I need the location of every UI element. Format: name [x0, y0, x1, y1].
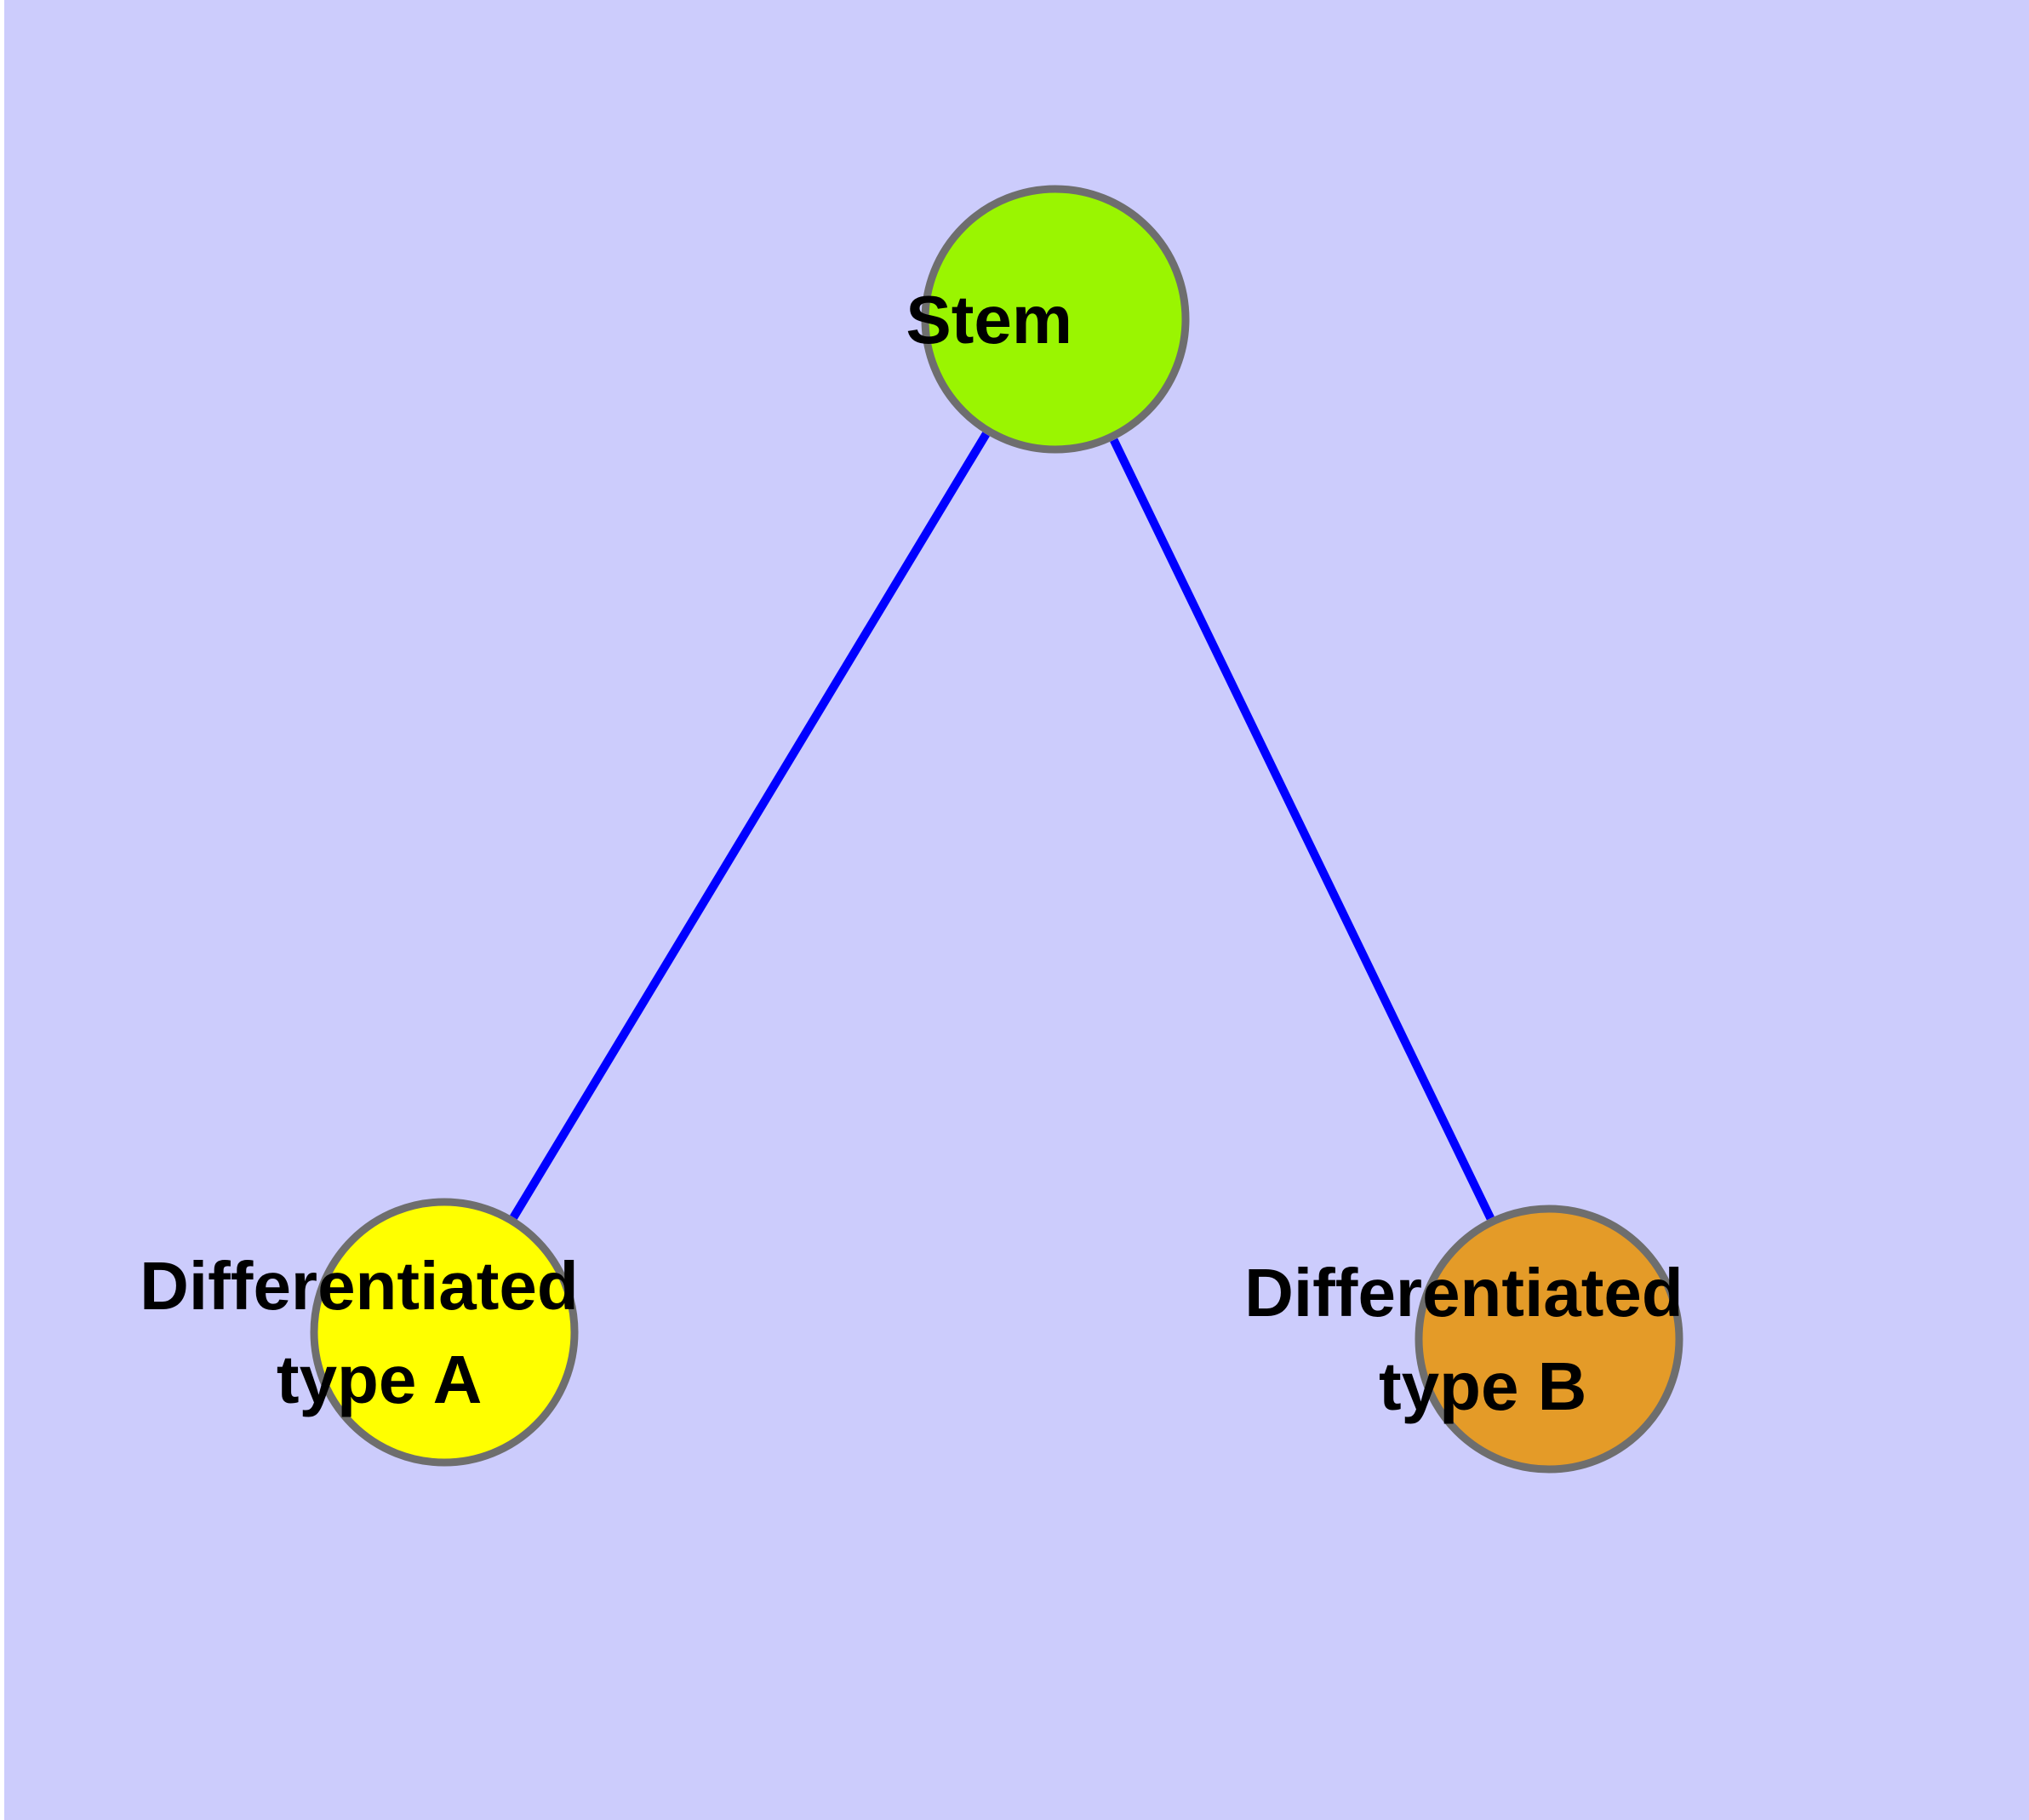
node-circle-stem[interactable] — [921, 185, 1190, 454]
node-label-differentiated-type-a: Differentiated type A — [140, 1248, 749, 1417]
node-label-line: type A — [277, 1342, 481, 1417]
node-label-line: Differentiated — [140, 1248, 579, 1324]
node-label-line: Stem — [906, 282, 1072, 358]
node-differentiated-type-b[interactable] — [1415, 1205, 1683, 1474]
node-circle-differentiated-type-b[interactable] — [1415, 1205, 1683, 1474]
label-layer: Differentiated type A Differentiated typ… — [140, 282, 1854, 1424]
edge-layer — [510, 432, 1495, 1221]
node-label-line: type B — [1379, 1348, 1587, 1424]
node-layer — [310, 185, 1683, 1474]
node-label-differentiated-type-b: Differentiated type B — [1244, 1255, 1854, 1424]
node-differentiated-type-a[interactable] — [310, 1198, 579, 1467]
node-stem[interactable] — [921, 185, 1190, 454]
edge-stem-to-differentiated-type-b[interactable] — [1110, 438, 1495, 1221]
edge-stem-to-differentiated-type-a[interactable] — [510, 432, 990, 1220]
node-label-stem: Stem — [906, 282, 1204, 358]
node-circle-differentiated-type-a[interactable] — [310, 1198, 579, 1467]
node-label-line: Differentiated — [1244, 1255, 1683, 1331]
